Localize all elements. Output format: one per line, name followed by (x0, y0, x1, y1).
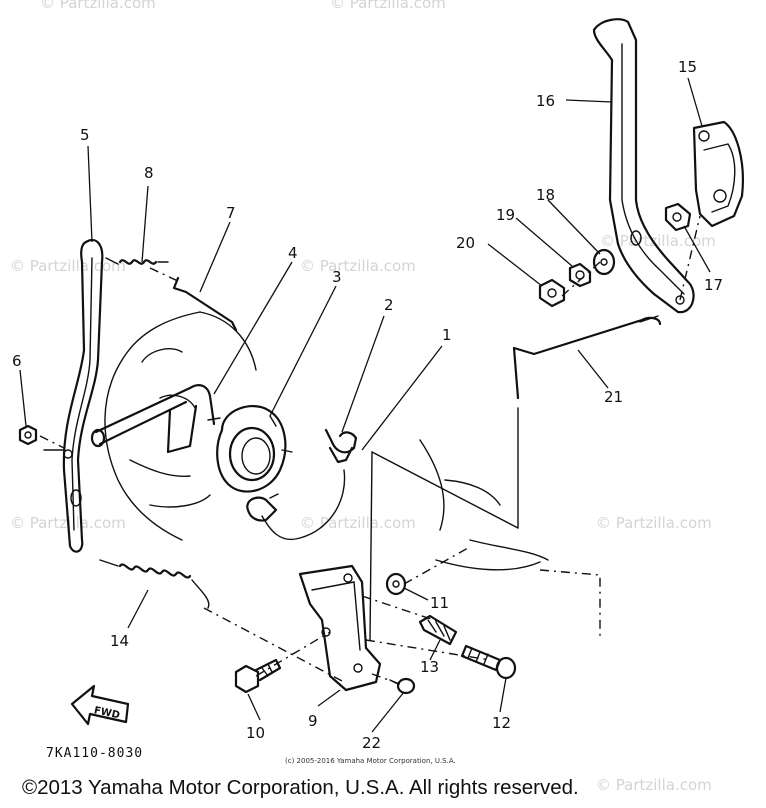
watermark: © Partzilla.com (596, 776, 712, 794)
callout-labels: 1 2 3 4 5 6 7 8 9 10 11 12 13 14 15 16 1… (12, 58, 723, 752)
assembly-lines (39, 215, 701, 685)
part-10-bolt (234, 658, 282, 694)
callout-17: 17 (704, 276, 723, 294)
watermark: © Partzilla.com (300, 257, 416, 275)
callout-3: 3 (332, 268, 342, 286)
callout-11: 11 (430, 594, 449, 612)
callout-21: 21 (604, 388, 623, 406)
fwd-arrow-icon: FWD (70, 684, 130, 726)
footer-small-notice: (c) 2005-2016 Yamaha Motor Corporation, … (285, 757, 456, 765)
watermark: © Partzilla.com (330, 0, 446, 12)
watermark: © Partzilla.com (596, 514, 712, 532)
callout-6: 6 (12, 352, 22, 370)
fwd-label: FWD (93, 705, 121, 721)
callout-13: 13 (420, 658, 439, 676)
callout-4: 4 (288, 244, 298, 262)
callout-12: 12 (492, 714, 511, 732)
part-12-screw (460, 644, 517, 680)
part-9-bracket (298, 564, 382, 692)
callout-9: 9 (308, 712, 318, 730)
callout-5: 5 (80, 126, 90, 144)
part-11-washer (385, 572, 407, 596)
engine-outline (104, 311, 601, 640)
part-14-spring (99, 559, 210, 609)
watermark: © Partzilla.com (40, 0, 156, 12)
callout-16: 16 (536, 92, 555, 110)
part-6-nut (18, 424, 65, 451)
watermark: © Partzilla.com (600, 232, 716, 250)
part-13-collar (418, 614, 458, 646)
watermark: © Partzilla.com (10, 257, 126, 275)
callout-14: 14 (110, 632, 129, 650)
callout-10: 10 (246, 724, 265, 742)
callout-7: 7 (226, 204, 236, 222)
footer-copyright: ©2013 Yamaha Motor Corporation, U.S.A. A… (22, 776, 579, 799)
callout-20: 20 (456, 234, 475, 252)
watermark: © Partzilla.com (300, 514, 416, 532)
callout-19: 19 (496, 206, 515, 224)
callout-2: 2 (384, 296, 394, 314)
part-8-spring (105, 257, 169, 265)
part-3-cam-ring (216, 405, 293, 493)
callout-leaders (19, 77, 711, 733)
part-16-lever (592, 18, 695, 314)
parts-18-19-20-hardware (538, 248, 616, 308)
callout-8: 8 (144, 164, 154, 182)
part-7-rod (172, 276, 238, 332)
part-21-rod (512, 315, 662, 400)
callout-18: 18 (536, 186, 555, 204)
part-17-washer (664, 202, 692, 232)
callout-15: 15 (678, 58, 697, 76)
part-2-clip-wire (246, 428, 358, 541)
guide-lines (369, 407, 519, 641)
part-4-link-rod (90, 384, 221, 454)
callout-22: 22 (362, 734, 381, 752)
diagram-code: 7KA110-8030 (46, 746, 144, 761)
part-5-throttle-arm (62, 238, 104, 553)
callout-1: 1 (442, 326, 452, 344)
part-15-bracket (692, 120, 744, 228)
